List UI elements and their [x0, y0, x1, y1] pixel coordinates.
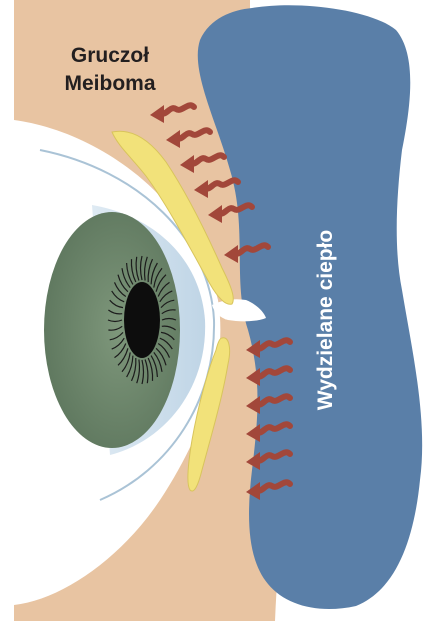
- pupil: [124, 282, 160, 358]
- meibomian-gland-label-line1: Gruczoł: [40, 42, 180, 70]
- heat-emitted-label: Wydzielane ciepło: [314, 230, 338, 411]
- meibomian-gland-label: Gruczoł Meiboma: [40, 42, 180, 98]
- meibomian-gland-label-line2: Meiboma: [40, 70, 180, 98]
